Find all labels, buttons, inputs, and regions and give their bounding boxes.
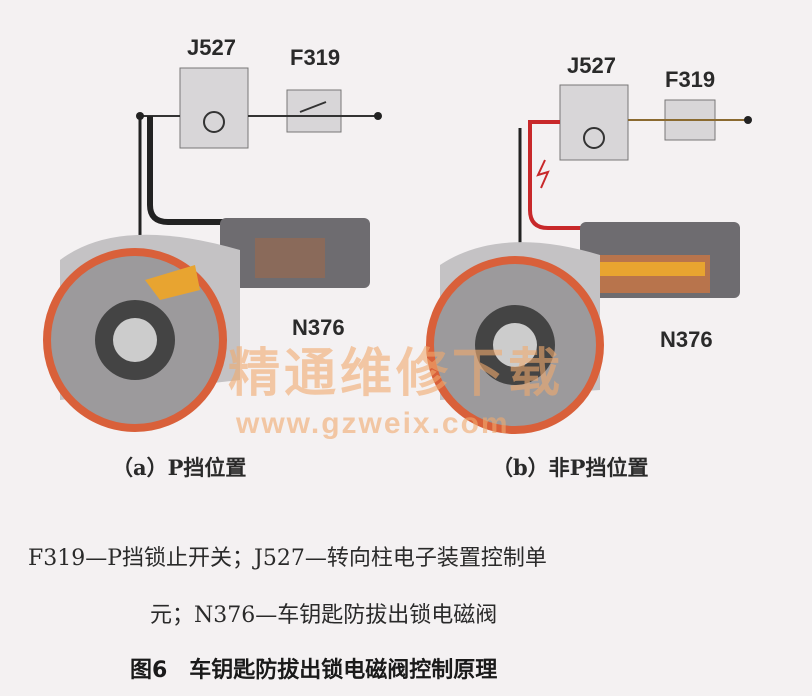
f319-label-b: F319 [665,67,716,92]
panel-b-caption: （b）非P挡位置 [492,455,649,480]
legend-line-2: 元；N376—车钥匙防拔出锁电磁阀 [150,603,498,628]
watermark-title: 精通维修下载 [228,344,565,404]
panel-a-diagram [43,67,382,432]
j527-label-b: J527 [567,53,616,78]
lightning-icon [536,159,550,189]
open-switch-icon [299,101,327,113]
active-circuit-line [528,120,600,230]
n376-label-a: N376 [292,315,345,340]
panel-b-diagram [426,84,752,434]
k-relay-icon [203,111,225,133]
f319-box-a [286,89,342,133]
j527-label-a: J527 [187,35,236,60]
f319-label-a: F319 [290,45,341,70]
figure-title: 图6 车钥匙防拔出锁电磁阀控制原理 [130,658,498,683]
j527-box-b [559,84,629,161]
watermark-url: www.gzweix.com [236,407,510,440]
panel-a-caption: （a）P挡位置 [112,455,247,480]
n376-label-b: N376 [660,327,713,352]
legend-line-1: F319—P挡锁止开关；J527—转向柱电子装置控制单 [28,546,547,571]
j527-box-a [179,67,249,149]
